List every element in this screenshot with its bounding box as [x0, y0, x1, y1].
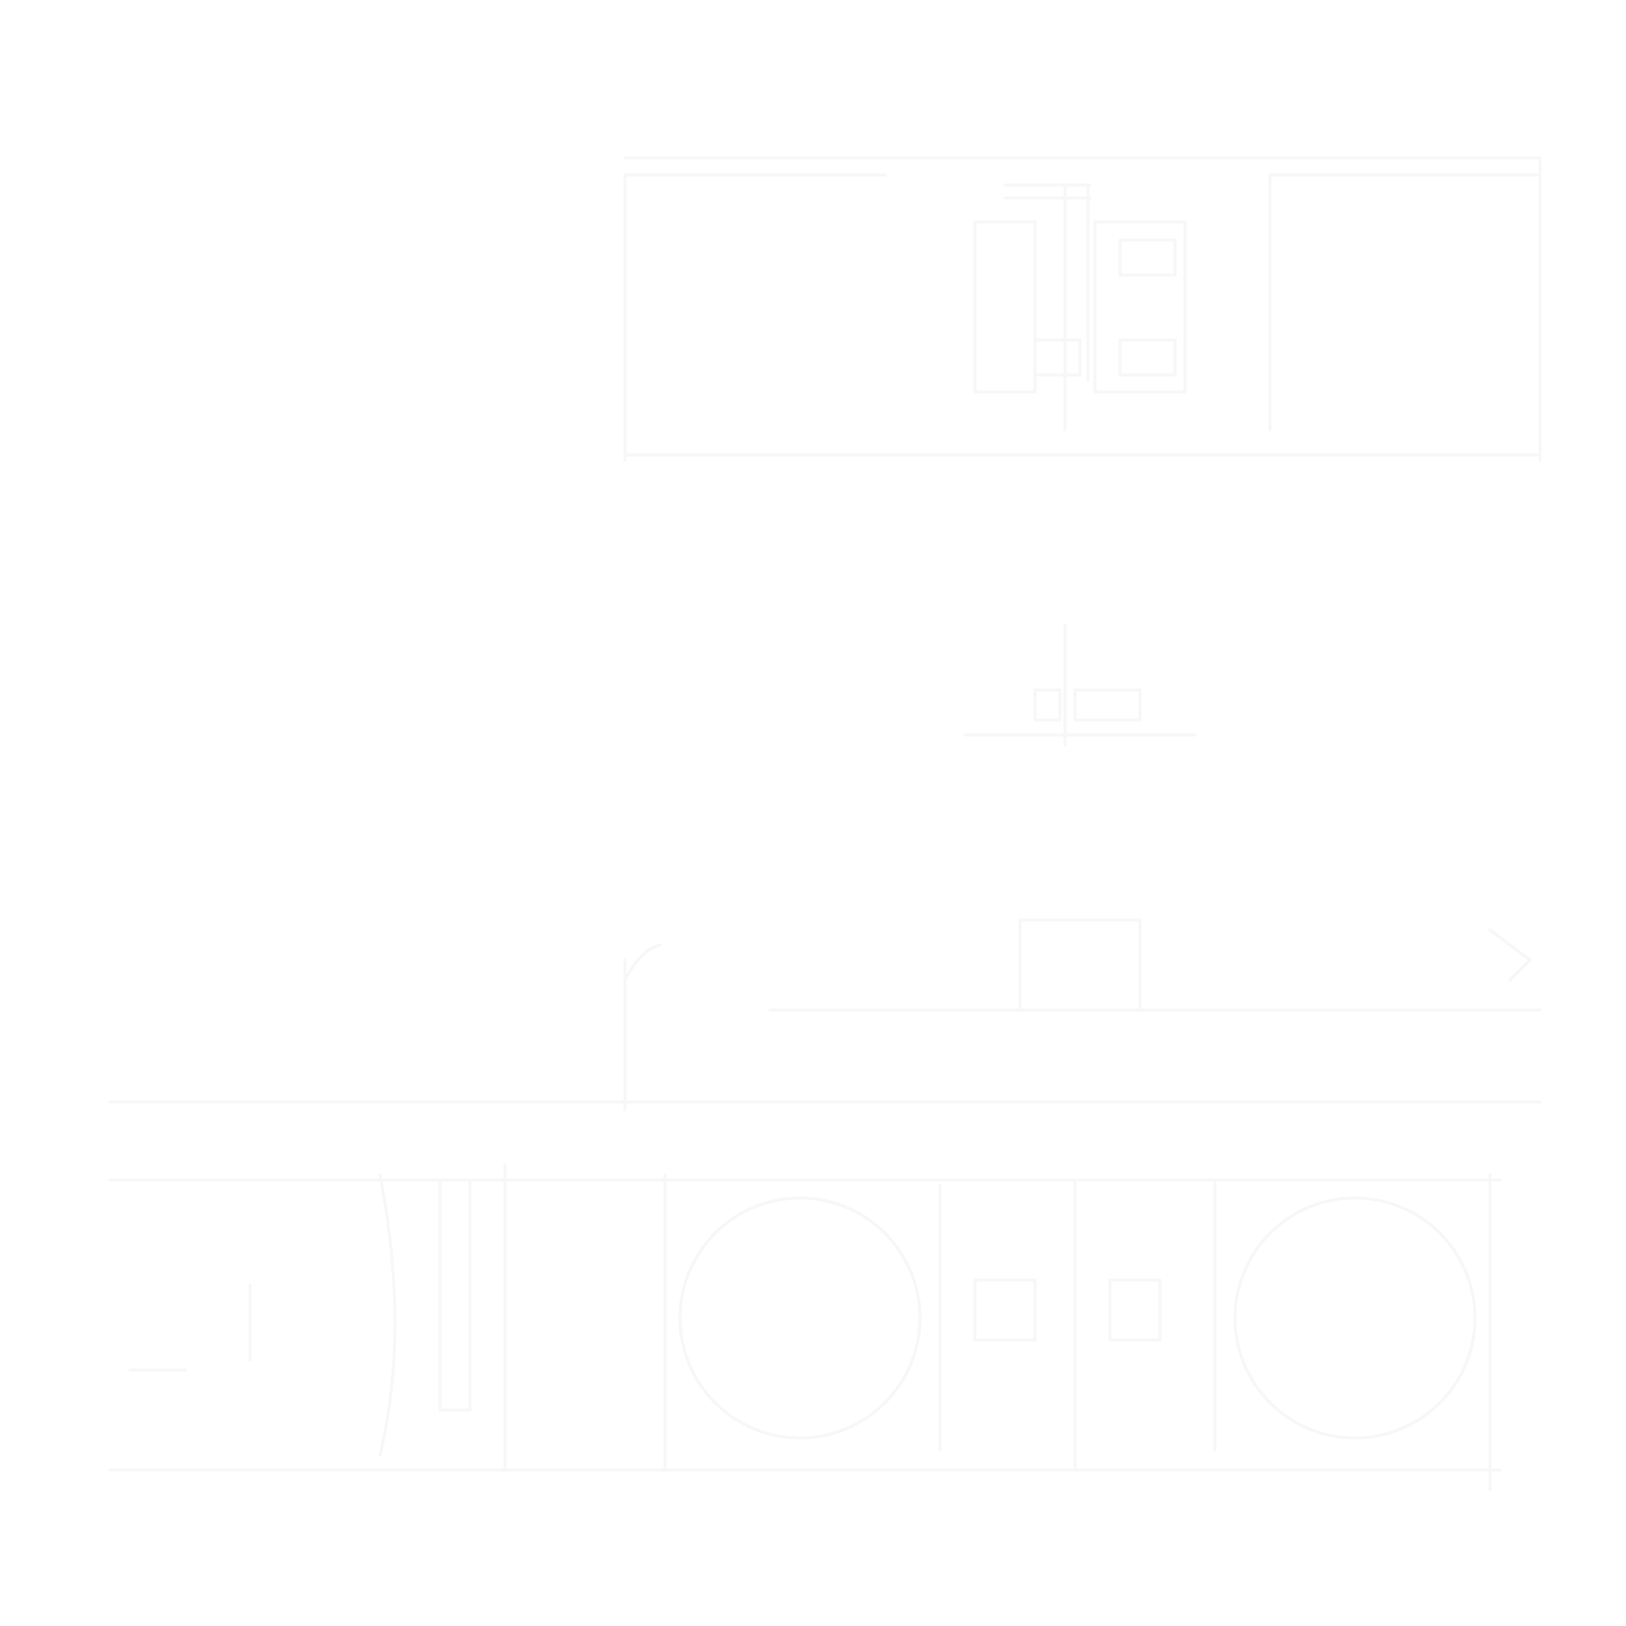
upper-frame-group [623, 156, 1542, 462]
bottom-left-circle [678, 1196, 922, 1440]
bottom-left-bracket [128, 1283, 252, 1372]
lower-middle-frame [108, 918, 1542, 1112]
bottom-center-cell-1 [973, 1278, 1037, 1342]
upper-unit-slot-3 [1033, 338, 1082, 377]
bottom-center-cell-2 [1108, 1278, 1162, 1342]
upper-unit-right-panel [1093, 220, 1187, 394]
middle-unit-right-bracket [1073, 688, 1142, 722]
upper-central-unit [973, 183, 1187, 432]
lower-frame-left-arc [623, 943, 662, 982]
middle-unit [963, 623, 1197, 747]
bottom-right-circle [1233, 1196, 1477, 1440]
bottom-left-tall-arc [378, 1173, 397, 1457]
upper-unit-slot-1 [1118, 238, 1177, 277]
bottom-left-narrow-panel [438, 1178, 472, 1412]
lower-frame-right-detail [1488, 928, 1532, 982]
middle-unit-left-bracket [1033, 688, 1062, 722]
upper-unit-slot-2 [1118, 338, 1177, 377]
upper-unit-left-panel [973, 220, 1037, 394]
bottom-row [108, 1163, 1502, 1492]
lower-frame-center-box [1018, 918, 1142, 1012]
